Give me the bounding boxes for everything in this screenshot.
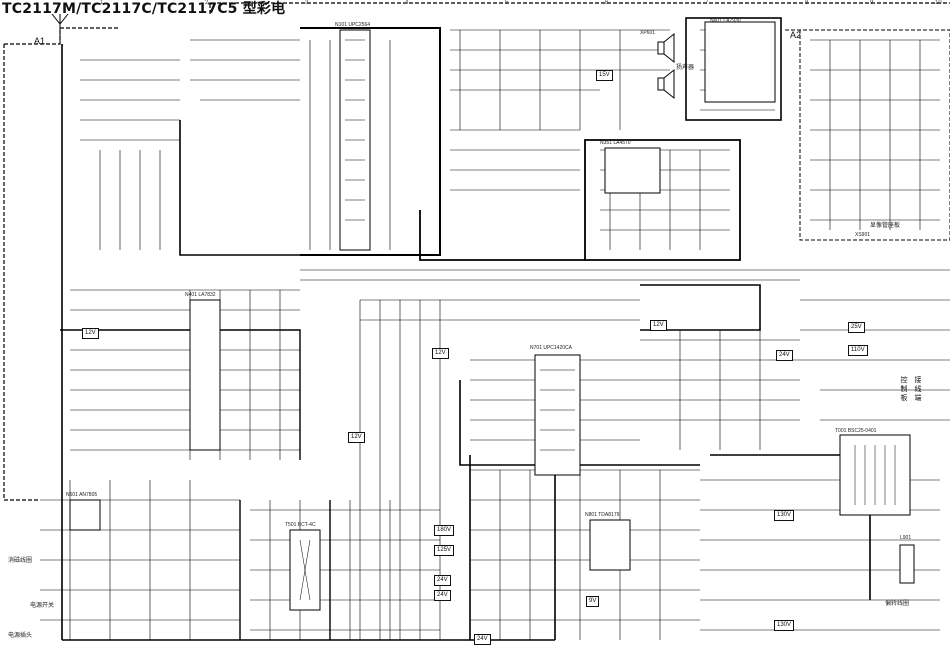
ic-label-n801: N801 TDA8179 (585, 512, 620, 518)
column-number: 7 (705, 0, 709, 6)
ic-label-t501: T501 BCT-4C (285, 522, 316, 528)
column-number: 2 (205, 0, 209, 6)
ic-label-n101: N101 UPC2564 (335, 22, 371, 28)
side-label: 消磁线圈 (8, 558, 33, 564)
page-title: TC2117M/TC2117C/TC2117C5 型彩电 (2, 1, 286, 17)
voltage-tag: 24V (776, 350, 793, 361)
ic-label-n701: N701 UPC1420CA (530, 345, 572, 351)
voltage-tag: 9V (586, 596, 600, 607)
ic-label-n351: N351 LA4570 (600, 140, 631, 146)
voltage-tag: 125V (434, 545, 455, 556)
column-number: 5 (505, 0, 509, 6)
side-label: 控制板 (900, 376, 907, 403)
voltage-tag: 130V (774, 510, 795, 521)
side-label: 偏转线圈 (885, 601, 910, 607)
voltage-tag: 12V (348, 432, 365, 443)
column-number: 10 (935, 0, 942, 6)
column-number: 6 (605, 0, 609, 6)
voltage-tag: 24V (434, 590, 451, 601)
column-number: 4 (405, 0, 409, 6)
side-label: 电源开关 (30, 603, 55, 609)
side-label: 电源插头 (8, 633, 33, 639)
voltage-tag: 12V (650, 320, 667, 331)
side-label: 接线端 (914, 376, 921, 403)
section-label-a2: A2 (790, 30, 802, 40)
voltage-tag: 180V (434, 525, 455, 536)
ic-label-n401: N401 LA7832 (185, 292, 216, 298)
voltage-tag: 110V (848, 345, 868, 356)
voltage-tag: 15V (596, 70, 613, 81)
voltage-tag: 25V (848, 322, 865, 333)
voltage-tag: 24V (434, 575, 451, 586)
column-number: 3 (305, 0, 309, 6)
column-number: 8 (805, 0, 809, 6)
connector-label: XS901 (855, 232, 871, 238)
section-label-a1: A1 (34, 36, 46, 46)
ic-label-t001: T001 BSC25-0401 (835, 428, 877, 434)
column-number: 1 (100, 0, 104, 6)
side-label: 显像管座板 (870, 223, 901, 229)
side-label: 扬声器 (676, 65, 695, 71)
voltage-tag: 12V (432, 348, 449, 359)
voltage-tag: 130V (774, 620, 795, 631)
column-number: 9 (870, 0, 874, 6)
ic-label-n501: N501 AN7805 (66, 492, 98, 498)
connector-label: L901 (900, 535, 912, 541)
voltage-tag: 24V (474, 634, 491, 645)
ic-label-n601: N601 LA7930 (710, 18, 741, 24)
connector-label: XP601 (640, 30, 656, 36)
voltage-tag: 12V (82, 328, 99, 339)
